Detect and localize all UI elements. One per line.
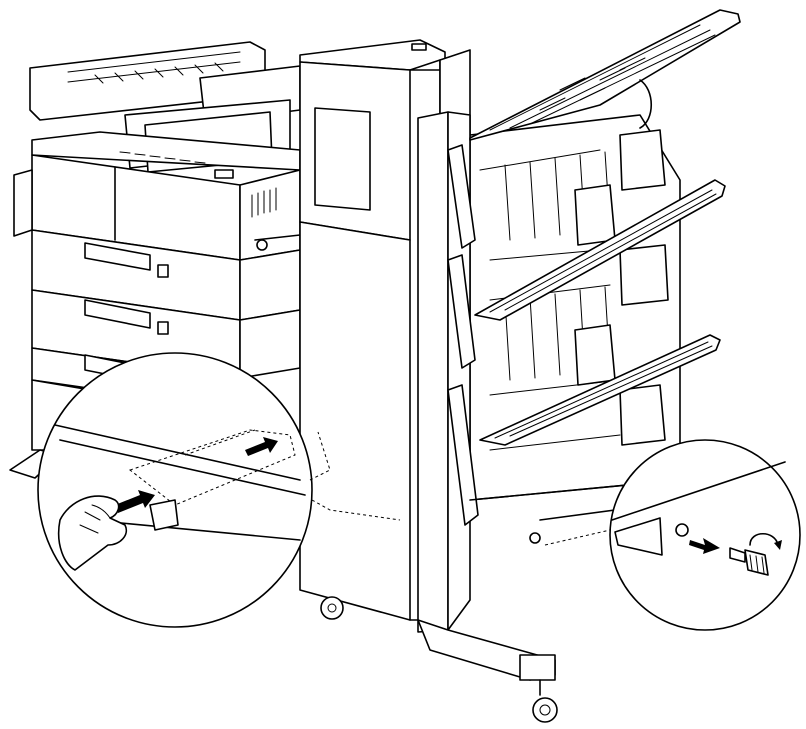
- thumbscrew-icon: [729, 547, 769, 576]
- copier-main-unit: [9, 41, 301, 479]
- hand-icon: [57, 495, 127, 571]
- arrow-icon: [115, 490, 155, 513]
- detail-circle-thumbscrew: [544, 439, 801, 631]
- rotate-arrow-icon: [749, 532, 779, 546]
- arrow-icon: [689, 538, 720, 554]
- detail-circle-latch: [37, 352, 401, 628]
- arrow-icon: [245, 437, 278, 456]
- stand-with-casters: [320, 532, 558, 723]
- finisher-unit: [299, 9, 741, 633]
